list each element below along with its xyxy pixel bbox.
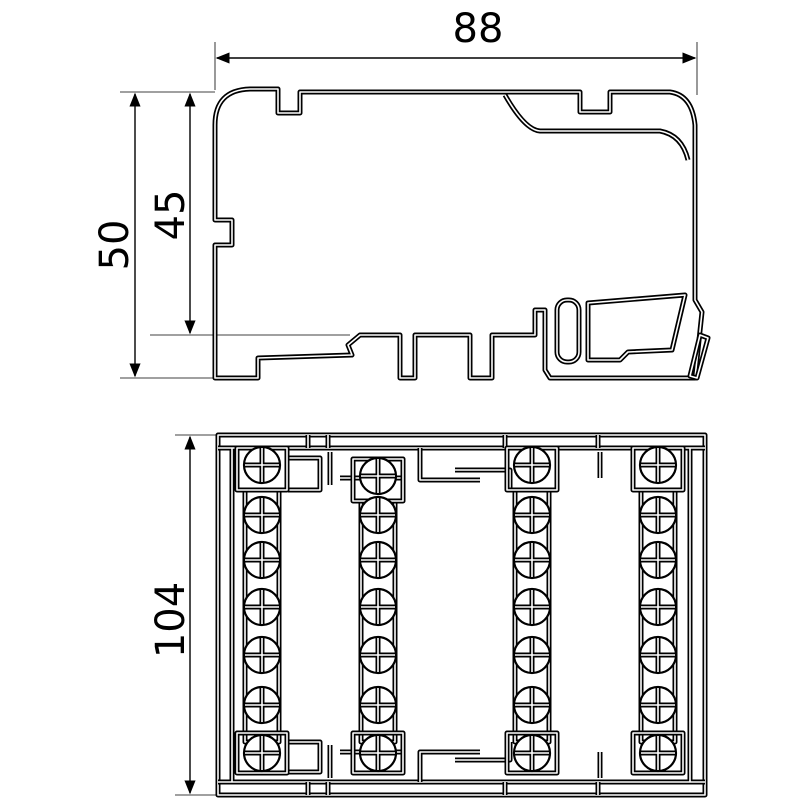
screw-cross-icon [361,638,395,672]
screw-terminal[interactable] [242,587,282,627]
frame-inner [218,445,705,785]
dimension-width: 88 [214,6,698,95]
screw-terminal[interactable] [512,495,552,535]
screw-terminal[interactable] [638,587,678,627]
screw-terminal[interactable] [242,540,282,580]
screw-cross-icon [515,736,549,770]
screw-terminal[interactable] [358,495,398,535]
screw-terminal[interactable] [512,635,552,675]
end-block-bottom [234,730,290,776]
screw-terminal[interactable] [512,587,552,627]
screw-terminal[interactable] [242,733,282,773]
dimension-label-height-rail: 45 [148,190,194,241]
screw-cross-icon [245,448,279,482]
screw-cross-icon [361,459,395,493]
screw-cross-icon [245,590,279,624]
screw-terminal[interactable] [638,540,678,580]
screw-cross-icon [641,736,675,770]
profile-clip [687,332,711,381]
screw-cross-icon [245,688,279,722]
screw-terminal[interactable] [638,635,678,675]
screw-terminal[interactable] [638,495,678,535]
screw-cross-icon [641,688,675,722]
screw-cross-icon [641,498,675,532]
screw-cross-icon [641,543,675,577]
side-profile-view [212,86,711,381]
frame-outer [215,432,708,798]
end-block-bottom [504,730,560,776]
end-block-bottom [350,730,406,776]
screw-terminal[interactable] [242,635,282,675]
screw-terminal[interactable] [358,456,398,496]
screw-terminal[interactable] [358,685,398,725]
screw-terminal[interactable] [242,495,282,535]
screw-terminal[interactable] [242,445,282,485]
screw-cross-icon [361,688,395,722]
dimension-height-total: 50 [92,91,215,379]
screw-terminal[interactable] [512,685,552,725]
screw-cross-icon [641,590,675,624]
screw-cross-icon [361,543,395,577]
screw-terminal[interactable] [358,635,398,675]
screw-cross-icon [245,543,279,577]
screw-cross-icon [641,448,675,482]
dimension-label-height-total: 50 [92,220,138,271]
screw-cross-icon [361,736,395,770]
screw-cross-icon [515,448,549,482]
terminal-column-2 [350,456,406,776]
terminal-column-3 [504,445,560,776]
screw-terminal[interactable] [512,540,552,580]
screw-cross-icon [361,590,395,624]
screw-terminal[interactable] [512,733,552,773]
dimension-label-length: 104 [148,582,194,658]
dimension-label-width: 88 [453,6,504,52]
screw-terminal[interactable] [358,733,398,773]
profile-inner-edge [502,93,691,161]
screw-cross-icon [515,498,549,532]
screw-cross-icon [641,638,675,672]
screw-terminal[interactable] [638,733,678,773]
screw-terminal[interactable] [358,587,398,627]
terminal-column-1 [234,445,290,776]
terminal-column-4 [630,445,686,776]
screw-cross-icon [245,638,279,672]
screw-cross-icon [361,498,395,532]
profile-slot [554,297,582,365]
frame-joints [305,435,601,795]
screw-cross-icon [515,688,549,722]
screw-terminal[interactable] [512,445,552,485]
screw-terminal[interactable] [638,685,678,725]
screw-cross-icon [245,736,279,770]
screw-terminal[interactable] [242,685,282,725]
profile-outline [212,86,705,381]
end-block-bottom [630,730,686,776]
top-view [215,432,708,798]
profile-cavity [585,292,688,363]
screw-terminal[interactable] [358,540,398,580]
dimension-length: 104 [148,434,220,796]
screw-cross-icon [515,543,549,577]
screw-terminal[interactable] [638,445,678,485]
screw-cross-icon [515,590,549,624]
screw-cross-icon [515,638,549,672]
screw-cross-icon [245,498,279,532]
dimension-height-rail: 45 [148,92,350,336]
